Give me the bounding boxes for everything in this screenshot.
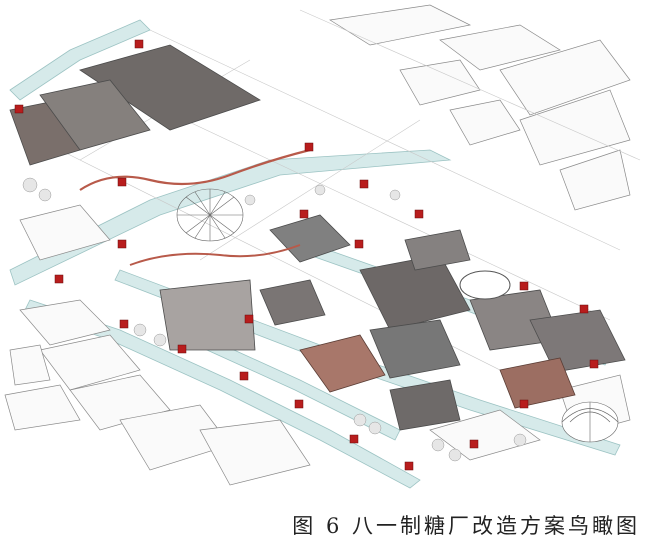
- factory-buildings: [9, 44, 626, 431]
- red-pavilions: [14, 39, 599, 471]
- context-buildings: [4, 4, 631, 486]
- dome-icon: [561, 401, 619, 443]
- brick-building: [299, 334, 386, 393]
- aerial-view-illustration: [4, 4, 641, 489]
- elevated-walkway: [79, 148, 311, 191]
- ferris-wheel-icon: [176, 188, 244, 242]
- circular-plaza: [459, 270, 511, 300]
- tree-icons: [22, 177, 527, 462]
- elevated-walkway-south: [129, 244, 301, 266]
- figure-caption: 图 6 八一制糖厂改造方案鸟瞰图: [292, 514, 640, 538]
- brick-building-east: [499, 357, 576, 409]
